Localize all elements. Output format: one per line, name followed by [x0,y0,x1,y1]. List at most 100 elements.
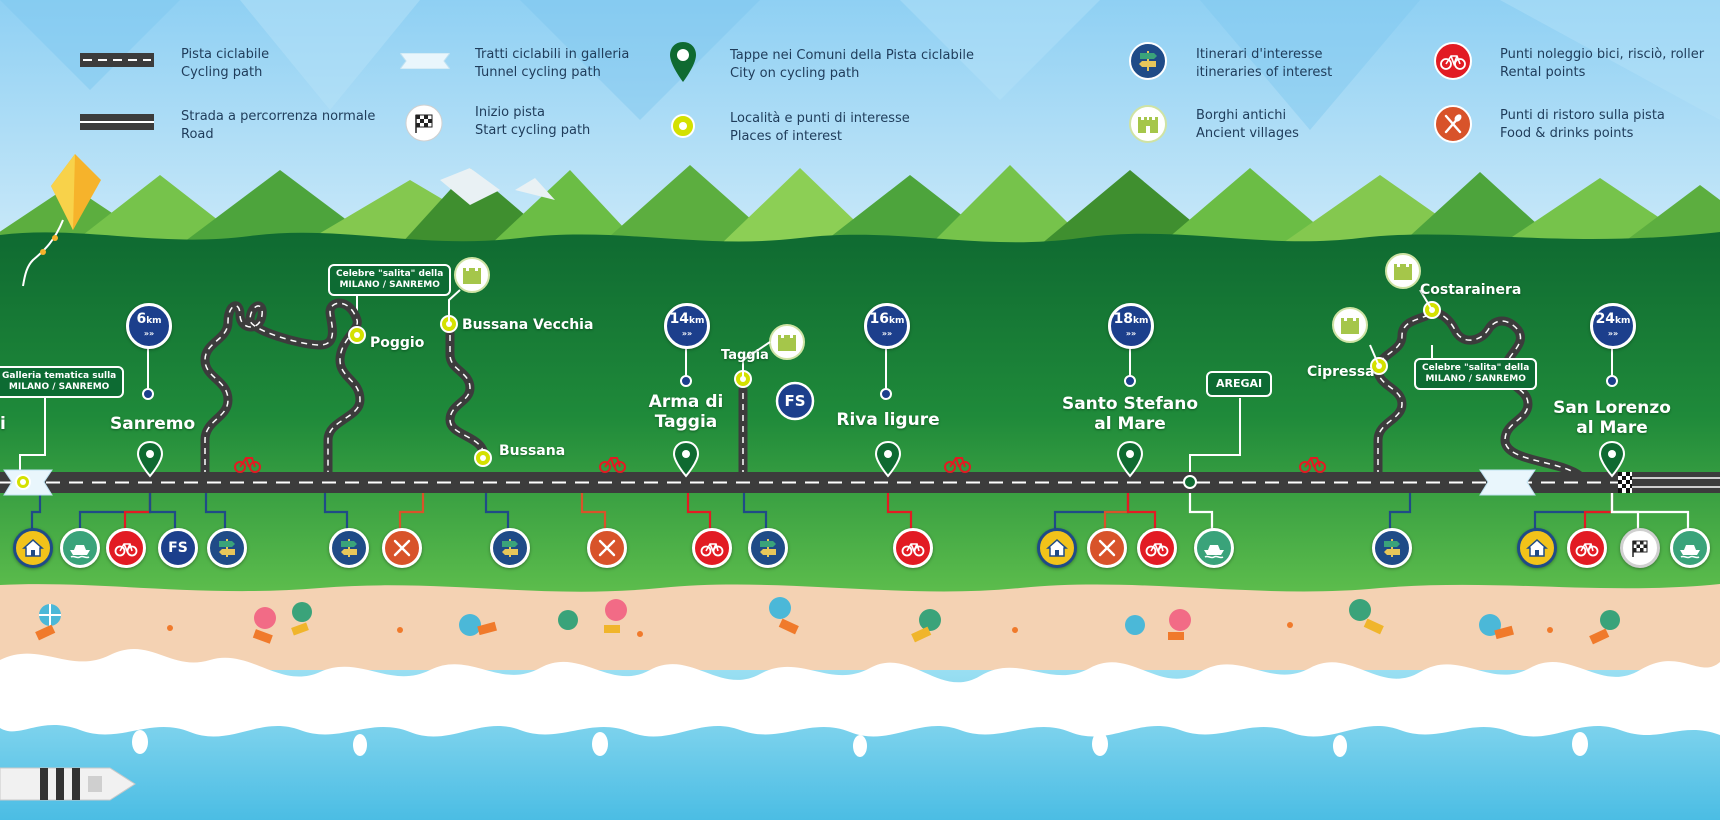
poi-itinerary [1372,528,1412,568]
boat-icon [1680,545,1700,559]
poi-rental [106,528,146,568]
castle-icon [454,253,1421,360]
bicycle-icon [1434,42,1472,80]
poi-rental [692,528,732,568]
signpost-icon [341,539,357,557]
signpost-icon [1129,42,1167,80]
bicycle-icon [1575,543,1599,557]
kite-icon [22,154,101,287]
train-icon [775,381,815,421]
checkered-flag-icon [405,104,443,142]
poi-food [1087,528,1127,568]
poi-boat [60,528,100,568]
km-marker-14: 14km »» [664,303,710,349]
house-icon [22,538,44,557]
poi-food [587,528,627,568]
place-dot-icon [671,114,695,138]
km-arrows: »» [681,329,693,338]
place-label-bussana: Bussana [499,443,566,459]
place-label-poggio: Poggio [370,335,425,351]
km-value: 16 [869,311,890,327]
poi-itinerary [207,528,247,568]
poi-boat [1670,528,1710,568]
beach-decor [35,597,1620,645]
house-icon [1526,538,1548,557]
km-stems [147,348,1613,390]
poi-itinerary [748,528,788,568]
km-arrows: »» [1607,329,1619,338]
fork-knife-icon [1434,105,1472,143]
place-label-cipressa: Cipressa [1307,364,1375,380]
checkered-flag-icon [1632,540,1648,557]
town-label-sanremo: Sanremo [110,414,196,434]
boat-icon [70,545,90,559]
cycling-path-icon [80,53,154,67]
bicycle-icon [1145,543,1169,557]
poi-rental [893,528,933,568]
poi-rental [1137,528,1177,568]
bicycle-icon [901,543,925,557]
tunnel-icon [400,53,450,69]
poi-house [13,528,53,568]
road-icon [80,114,154,130]
km-unit: km [689,316,705,326]
map-pin-icon [136,440,1626,478]
poi-food [382,528,422,568]
km-unit: km [1133,316,1149,326]
km-unit: km [1615,316,1631,326]
train-station-label: FS [784,392,806,410]
fork-knife-icon [1098,539,1116,557]
place-label-taggia: Taggia [721,348,769,363]
signpost-icon [502,539,518,557]
km-arrows: »» [143,329,155,338]
km-unit: km [889,316,905,326]
bicycle-icon [700,543,724,557]
checkered-flag-icon [1618,472,1632,493]
signpost-icon [219,539,235,557]
poi-rental [1567,528,1607,568]
town-label-riva-ligure: Riva ligure [836,410,940,430]
bicycle-icon [114,543,138,557]
km-marker-18: 18km »» [1108,303,1154,349]
km-value: 24 [1595,311,1616,327]
train-icon: FS [168,540,188,556]
signpost-icon [760,539,776,557]
map-pin-icon [670,42,696,82]
km-value: 6 [136,311,147,327]
poi-connectors [30,482,1690,530]
km-arrows: »» [1125,329,1137,338]
place-label-bussana-vecchia: Bussana Vecchia [462,317,594,333]
km-arrows: »» [881,329,893,338]
house-icon [1046,538,1068,557]
km-marker-6: 6km»» [126,303,172,349]
poi-itinerary [329,528,369,568]
mountains [0,165,1720,245]
bicycle-icon [234,457,1326,473]
place-label-costarainera: Costarainera [1420,282,1522,298]
poi-itinerary [490,528,530,568]
poi-start [1620,528,1660,568]
km-value: 14 [669,311,690,327]
poi-house [1517,528,1557,568]
poi-house [1037,528,1077,568]
km-value: 18 [1113,311,1134,327]
poi-boat [1194,528,1234,568]
boat-icon [1204,545,1224,559]
km-marker-24: 24km »» [1590,303,1636,349]
km-marker-16: 16km »» [864,303,910,349]
